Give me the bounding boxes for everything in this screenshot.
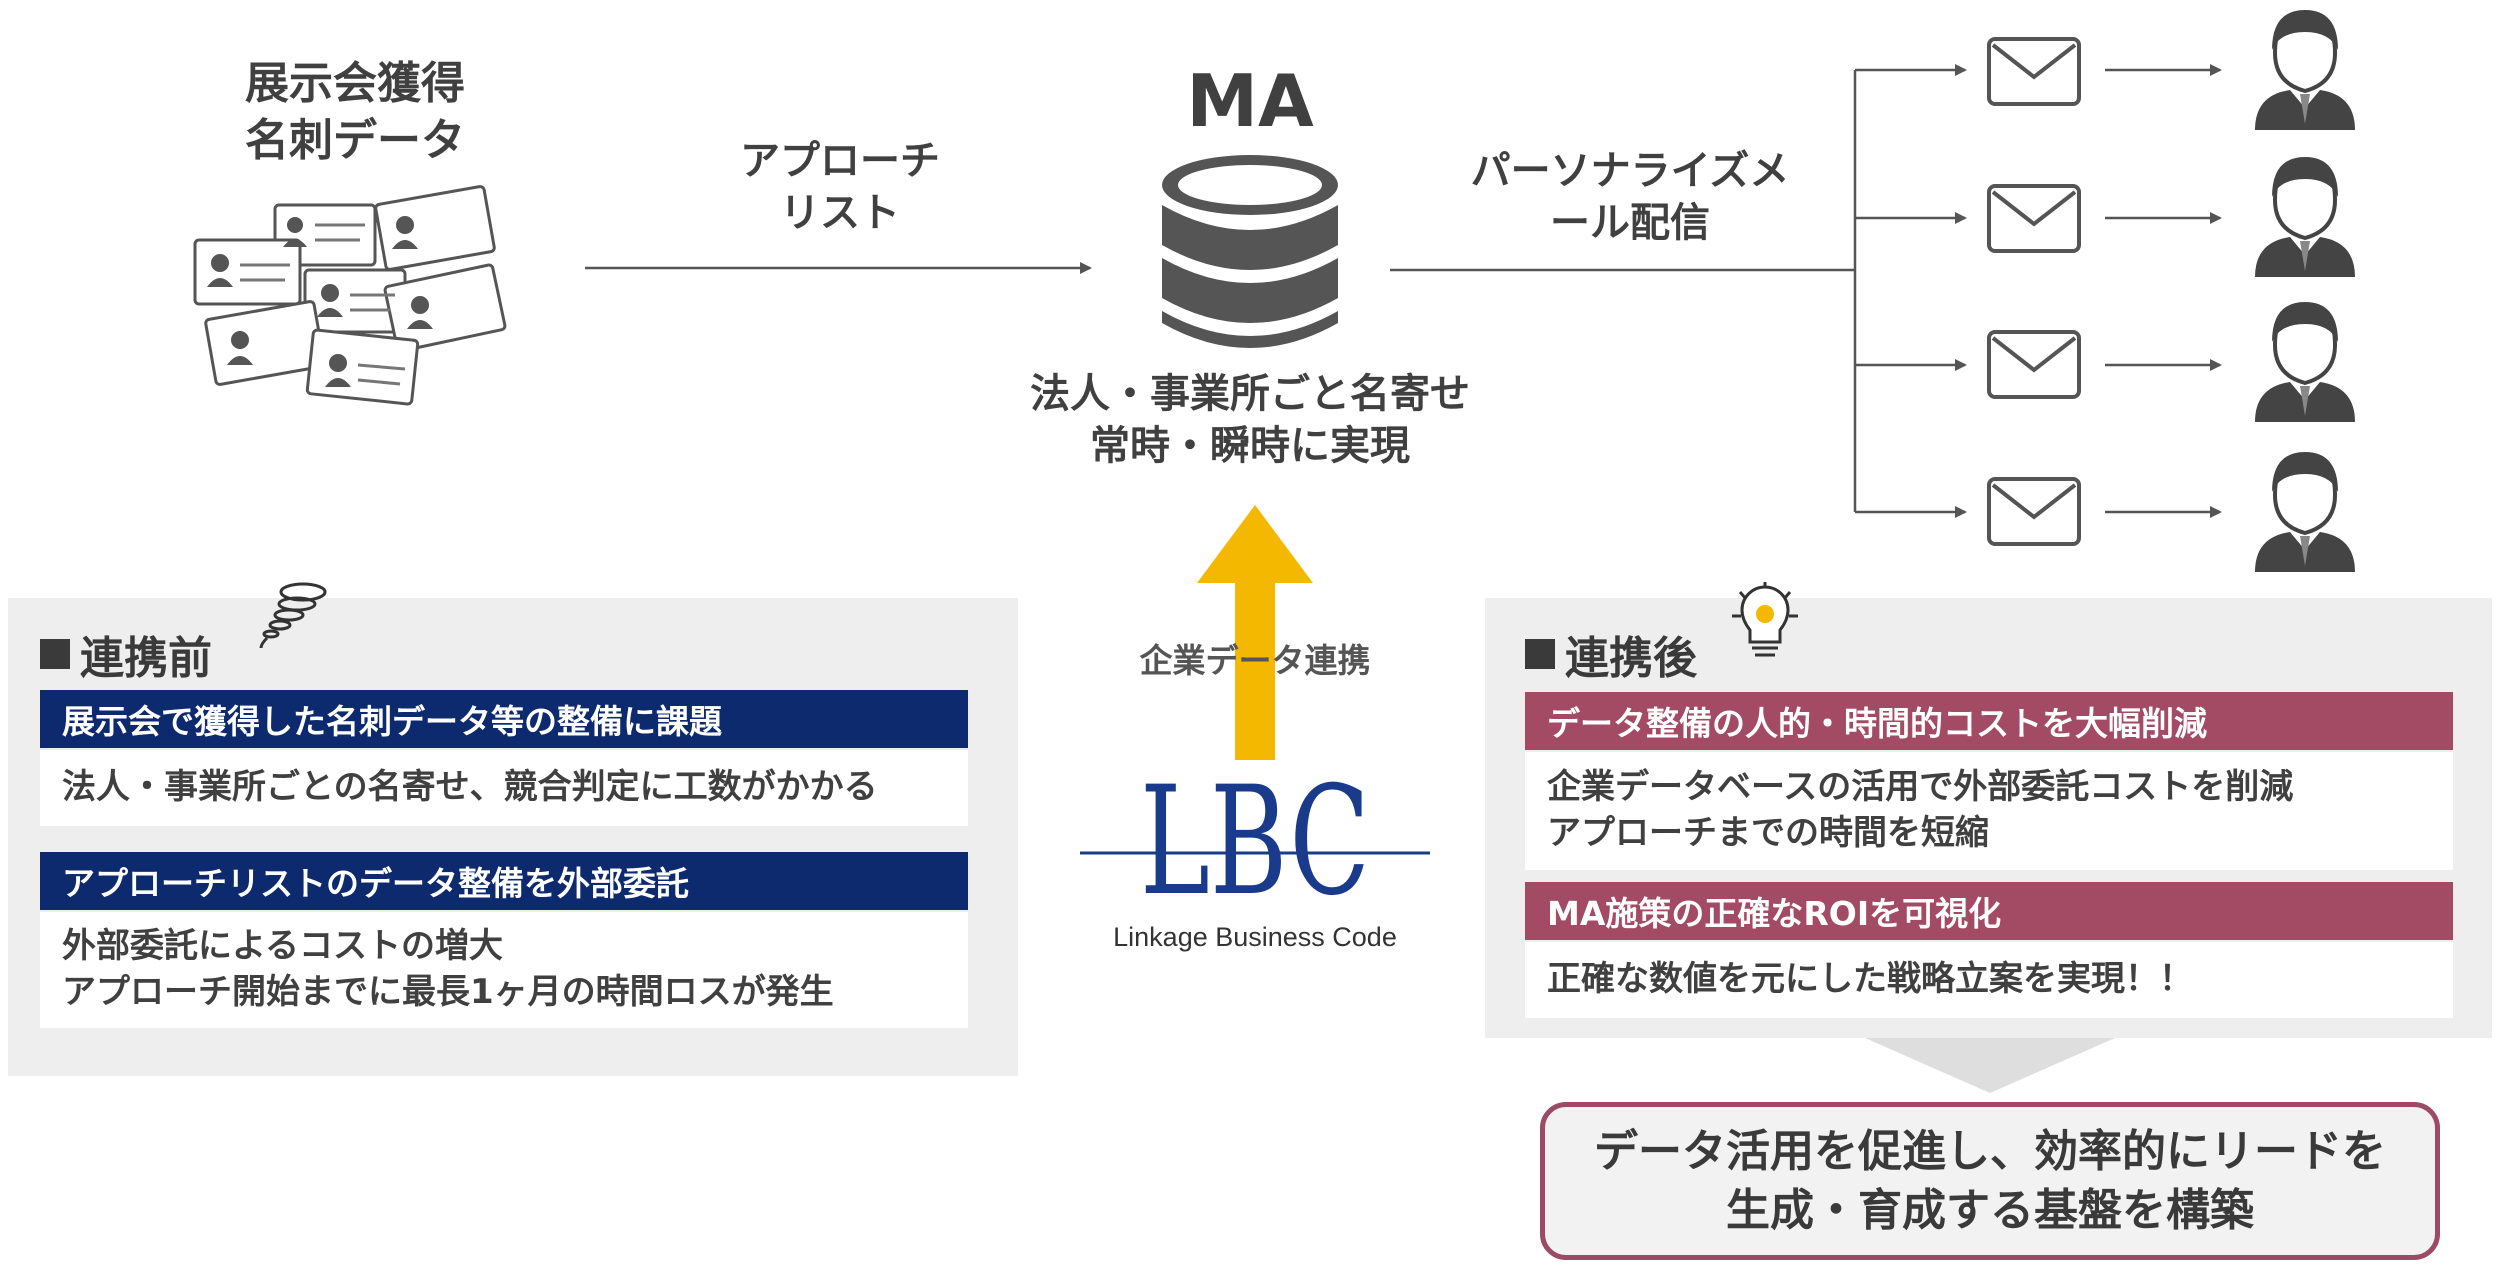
approach-list-label: アプローチ リスト [700, 135, 980, 239]
square-bullet-icon [1525, 639, 1555, 669]
ma-description-line2: 常時・瞬時に実現 [1090, 423, 1410, 469]
envelope-icon [1987, 37, 2081, 106]
envelope-icon [1987, 184, 2081, 253]
person-icon [2255, 157, 2355, 277]
after-item-1-line1: 企業データベースの活用で外部委託コストを削減 [1547, 767, 2294, 808]
after-item-2-detail: 正確な数値を元にした戦略立案を実現！！ [1525, 942, 2453, 1018]
down-chevron-icon [1865, 1038, 2115, 1093]
source-heading: 展示会獲得 名刺データ [190, 55, 520, 169]
ma-title: MA [1186, 59, 1314, 143]
person-icon [2255, 302, 2355, 422]
flow-connectors [585, 64, 2222, 518]
envelope-icon [1987, 477, 2081, 546]
tornado-icon [259, 582, 327, 649]
before-title-text: 連携前 [80, 633, 212, 684]
database-icon [1162, 155, 1338, 348]
lbc-logo-text: LBC [1140, 775, 1370, 915]
source-heading-line2: 名刺データ [245, 115, 465, 167]
after-item-1-line2: アプローチまでの時間を短縮 [1547, 813, 1989, 853]
person-icon [2255, 10, 2355, 130]
ma-description-line1: 法人・事業所ごと名寄せ [1030, 371, 1470, 417]
envelope-icon [1987, 330, 2081, 399]
lbc-tagline: Linkage Business Code [1113, 922, 1397, 952]
person-icon [2255, 452, 2355, 572]
result-box: データ活用を促進し、効率的にリードを 生成・育成する基盤を構築 [1540, 1102, 2440, 1260]
before-item-2-header: アプローチリストのデータ整備を外部委託 [40, 852, 968, 910]
approach-list-label-line1: アプローチ [740, 138, 940, 184]
before-item-1-header: 展示会で獲得した名刺データ等の整備に課題 [40, 690, 968, 748]
result-line1: データ活用を促進し、効率的にリードを [1594, 1125, 2386, 1177]
lightbulb-icon [1732, 582, 1798, 657]
lbc-logo: LBC [1080, 775, 1430, 915]
after-item-1-header: データ整備の人的・時間的コストを大幅削減 [1525, 692, 2453, 750]
before-item-2-detail: 外部委託によるコストの増大 アプローチ開始までに最長1ヶ月の時間ロスが発生 [40, 912, 968, 1028]
after-item-1-detail: 企業データベースの活用で外部委託コストを削減 アプローチまでの時間を短縮 [1525, 752, 2453, 870]
after-item-2-header: MA施策の正確なROIを可視化 [1525, 882, 2453, 940]
ma-description: 法人・事業所ごと名寄せ 常時・瞬時に実現 [990, 368, 1510, 472]
business-cards-icon [193, 185, 507, 406]
mail-delivery-label-line1: パーソナライズメ [1470, 148, 1790, 194]
after-title-text: 連携後 [1565, 633, 1697, 684]
before-title: 連携前 [40, 622, 212, 686]
result-line2: 生成・育成する基盤を構築 [1726, 1185, 2254, 1236]
after-title: 連携後 [1525, 622, 1697, 686]
before-item-2-line1: 外部委託によるコストの増大 [62, 926, 503, 967]
mail-delivery-label-line2: ール配信 [1550, 200, 1710, 246]
before-item-2-line2: アプローチ開始までに最長1ヶ月の時間ロスが発生 [62, 972, 834, 1012]
source-heading-line1: 展示会獲得 [245, 58, 465, 109]
mail-delivery-label: パーソナライズメ ール配信 [1440, 145, 1820, 249]
before-item-1-detail: 法人・事業所ごとの名寄せ、競合判定に工数がかかる [40, 750, 968, 826]
square-bullet-icon [40, 639, 70, 669]
data-link-arrow [1197, 505, 1313, 760]
before-item-1-line1: 法人・事業所ごとの名寄せ、競合判定に工数がかかる [62, 767, 878, 808]
after-item-2-line1: 正確な数値を元にした戦略立案を実現！！ [1547, 959, 2193, 1000]
data-link-label: 企業データ連携 [1139, 641, 1371, 680]
approach-list-label-line2: リスト [780, 190, 900, 236]
